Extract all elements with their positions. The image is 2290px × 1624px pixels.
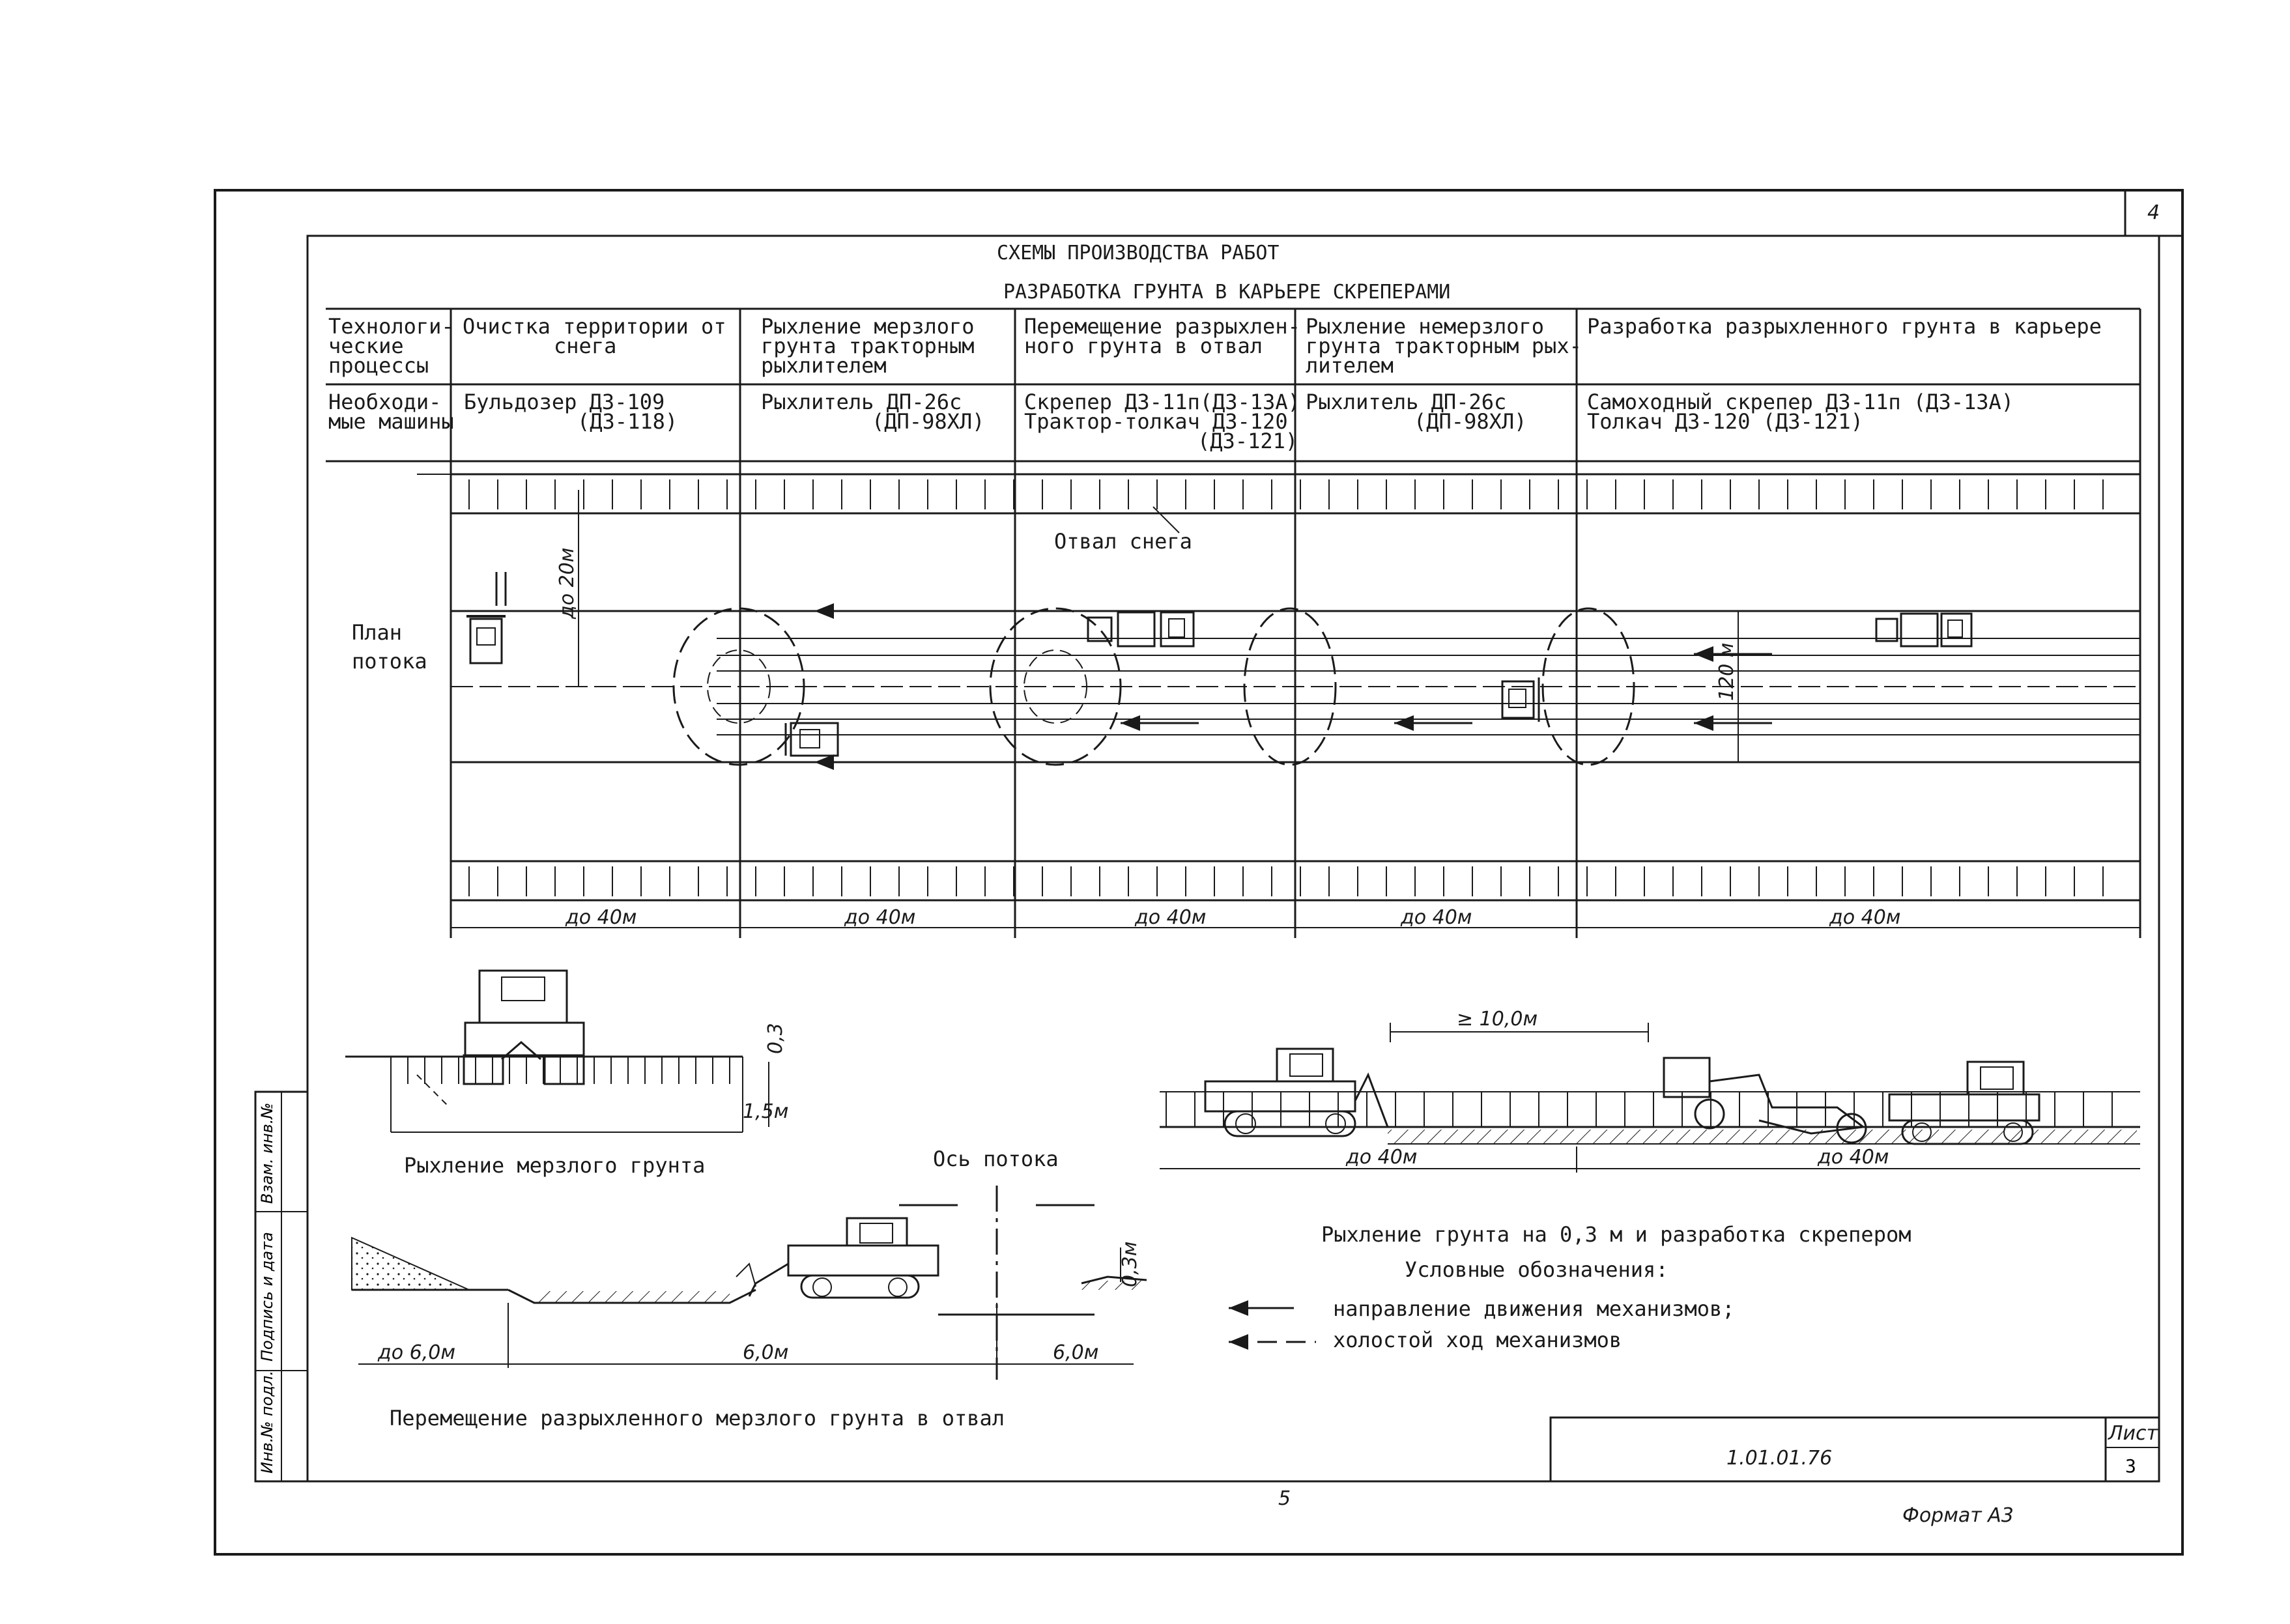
machines-col-5: Самоходный скрепер ДЗ-11п (ДЗ-13А) Толка… bbox=[1587, 390, 2026, 434]
machines-col-3: Скрепер ДЗ-11п(ДЗ-13А) Трактор-толкач ДЗ… bbox=[1024, 390, 1313, 453]
side-stamp: Инв.№ подл. Подпись и дата Взам. инв.№ bbox=[254, 1090, 309, 1483]
format-label: Формат А3 bbox=[1902, 1504, 2014, 1527]
turn-loops bbox=[672, 607, 1635, 766]
plan-lanes bbox=[451, 610, 2140, 763]
move-dim-left: до 6,0м bbox=[377, 1341, 455, 1364]
machines-col-4: Рыхлитель ДП-26с (ДП-98ХЛ) bbox=[1306, 390, 1526, 434]
plan-dim-height: 120 м bbox=[1715, 611, 1739, 762]
snow-dump-leader bbox=[1152, 506, 1180, 534]
scraper-section: ≥ 10,0м до 40м до 40м bbox=[1160, 1008, 2140, 1173]
svg-text:120 м: 120 м bbox=[1715, 643, 1738, 701]
corner-number: 4 bbox=[2147, 201, 2160, 224]
process-col-5: Разработка разрыхленного грунта в карьер… bbox=[1587, 314, 2102, 339]
process-table bbox=[326, 307, 2141, 938]
row-header-processes: Технологи- ческие процессы bbox=[328, 314, 466, 378]
legend-item-1: направление движения механизмов; bbox=[1333, 1296, 1735, 1321]
scraper-plan-icon-1 bbox=[1087, 611, 1195, 648]
plan-length-4: до 40м bbox=[1400, 906, 1472, 929]
row-header-machines: Необходи- мые машины bbox=[328, 390, 454, 434]
plan-length-1: до 40м bbox=[565, 906, 637, 929]
stamp-inv-podl: Инв.№ подл. bbox=[258, 1371, 276, 1474]
legend-title: Условные обозначения: bbox=[1405, 1257, 1668, 1282]
move-dim-height: 0,3м bbox=[1119, 1242, 1141, 1287]
doc-code: 1.01.01.76 bbox=[1726, 1447, 1832, 1470]
inner-frame bbox=[306, 235, 2160, 1483]
ripper-plan-icon-2 bbox=[1501, 677, 1540, 722]
outer-frame bbox=[214, 189, 2184, 1556]
scraper-plan-icon-2 bbox=[1875, 612, 1973, 648]
frozen-dim-top: 0,3 bbox=[764, 1023, 787, 1054]
bulldozer-plan-icon bbox=[466, 572, 507, 664]
stamp-vzam: Взам. инв.№ bbox=[258, 1103, 276, 1204]
plan-fence-top bbox=[450, 473, 2141, 515]
axis-label: Ось потока bbox=[933, 1147, 1059, 1171]
plan-length-3: до 40м bbox=[1134, 906, 1206, 929]
drawing-subtitle: РАЗРАБОТКА ГРУНТА В КАРЬЕРЕ СКРЕПЕРАМИ bbox=[1003, 281, 1450, 304]
sheet-label: Лист bbox=[2108, 1422, 2159, 1445]
process-col-1: Очистка территории от снега bbox=[463, 314, 739, 358]
plan-fence-bottom bbox=[450, 860, 2141, 902]
move-dim-right: 6,0м bbox=[1053, 1341, 1098, 1364]
title-block: 1.01.01.76 Лист 3 bbox=[1549, 1416, 2160, 1483]
machines-col-1: Бульдозер ДЗ-109 (ДЗ-118) bbox=[464, 390, 678, 434]
svg-text:до 20м: до 20м bbox=[556, 548, 579, 620]
process-col-3: Перемещение разрыхлен- ного грунта в отв… bbox=[1024, 314, 1313, 358]
drawing-title: СХЕМЫ ПРОИЗВОДСТВА РАБОТ bbox=[997, 242, 1279, 264]
stamp-podpis: Подпись и дата bbox=[258, 1232, 276, 1361]
frozen-caption: Рыхление мерзлого грунта bbox=[404, 1153, 705, 1178]
plan-label: План потока bbox=[352, 620, 427, 674]
direction-arrows bbox=[814, 603, 1772, 770]
frozen-ripping-section: 0,3 1,5м bbox=[345, 969, 788, 1133]
scraper-dim-right: до 40м bbox=[1817, 1146, 1889, 1169]
ripper-plan-icon-1 bbox=[784, 722, 839, 757]
legend-item-2: холостой ход механизмов bbox=[1333, 1328, 1622, 1352]
process-col-4: Рыхление немерзлого грунта тракторным ры… bbox=[1306, 314, 1594, 378]
plan-length-2: до 40м bbox=[844, 906, 915, 929]
move-caption: Перемещение разрыхленного мерзлого грунт… bbox=[390, 1406, 1005, 1431]
sheet-number: 3 bbox=[2125, 1455, 2136, 1477]
process-col-2: Рыхление мерзлого грунта тракторным рыхл… bbox=[761, 314, 987, 378]
frozen-dim-depth: 1,5м bbox=[743, 1100, 788, 1123]
plan-dim-width: до 20м bbox=[556, 490, 579, 687]
move-to-dump-section: 0,3м до 6,0м 6,0м 6,0м bbox=[351, 1217, 1147, 1368]
machines-col-2: Рыхлитель ДП-26с (ДП-98ХЛ) bbox=[761, 390, 984, 434]
plan-dim-lengths: до 40м до 40м до 40м до 40м до 40м bbox=[451, 906, 2140, 929]
move-dim-mid: 6,0м bbox=[743, 1341, 788, 1364]
scraper-caption: Рыхление грунта на 0,3 м и разработка ск… bbox=[1321, 1222, 1911, 1247]
plan-length-5: до 40м bbox=[1829, 906, 1900, 929]
corner-number-box bbox=[2124, 189, 2184, 237]
scraper-dim-top: ≥ 10,0м bbox=[1457, 1008, 1538, 1031]
snow-dump-label: Отвал снега bbox=[1054, 529, 1192, 554]
page-number: 5 bbox=[1278, 1487, 1291, 1510]
scraper-dim-left: до 40м bbox=[1345, 1146, 1417, 1169]
